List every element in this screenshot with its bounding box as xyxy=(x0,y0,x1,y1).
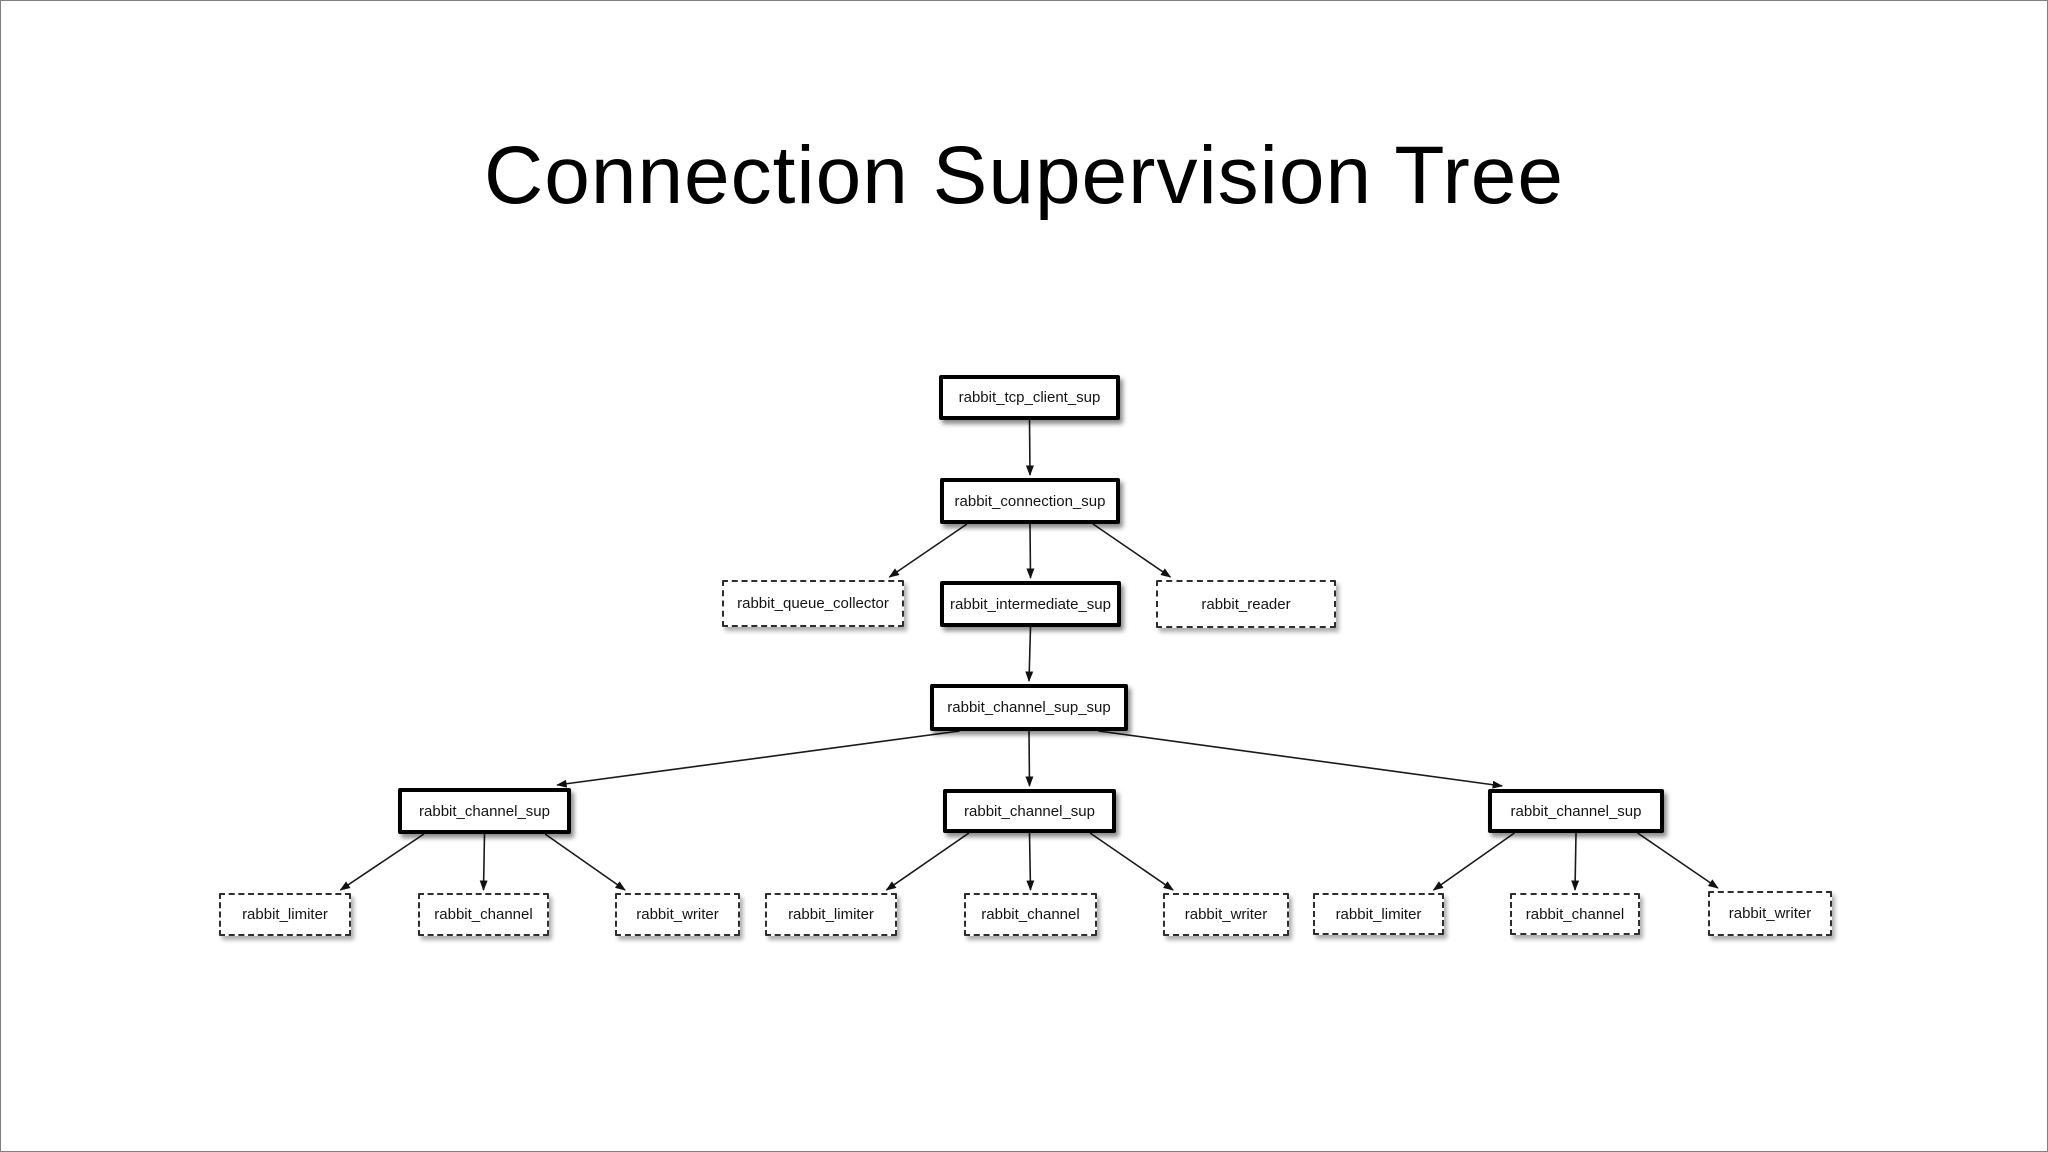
node-label: rabbit_channel_sup_sup xyxy=(947,699,1111,716)
node-writer_2: rabbit_writer xyxy=(1163,893,1289,936)
node-label: rabbit_connection_sup xyxy=(954,492,1106,510)
node-label: rabbit_tcp_client_sup xyxy=(958,389,1101,406)
node-tcp_client_sup: rabbit_tcp_client_sup xyxy=(939,375,1120,420)
edge-channel_sup_2-to-limiter_2 xyxy=(885,832,970,891)
edge-channel_sup_2-to-channel_2 xyxy=(1026,832,1035,891)
node-label: rabbit_writer xyxy=(1728,905,1812,922)
node-intermediate_sup: rabbit_intermediate_sup xyxy=(940,581,1121,627)
edge-connection_sup-to-intermediate_sup xyxy=(1026,523,1035,579)
edge-channel_sup_1-to-limiter_1 xyxy=(339,833,425,891)
node-label: rabbit_reader xyxy=(1201,595,1291,613)
node-limiter_3: rabbit_limiter xyxy=(1313,893,1444,935)
node-writer_3: rabbit_writer xyxy=(1708,891,1832,936)
node-label: rabbit_channel_sup xyxy=(964,802,1095,820)
node-channel_1: rabbit_channel xyxy=(418,893,549,936)
edge-channel_sup_3-to-channel_3 xyxy=(1571,832,1580,891)
node-label: rabbit_queue_collector xyxy=(737,595,889,612)
node-channel_2: rabbit_channel xyxy=(964,893,1097,936)
node-queue_collector: rabbit_queue_collector xyxy=(722,580,904,627)
edge-channel_sup_1-to-writer_1 xyxy=(544,833,626,891)
edge-intermediate_sup-to-channel_sup_sup xyxy=(1025,626,1034,682)
node-channel_sup_3: rabbit_channel_sup xyxy=(1488,789,1664,833)
node-label: rabbit_channel xyxy=(434,906,533,923)
node-label: rabbit_limiter xyxy=(242,906,328,923)
node-label: rabbit_channel xyxy=(981,906,1080,923)
node-channel_sup_sup: rabbit_channel_sup_sup xyxy=(930,684,1128,731)
node-label: rabbit_writer xyxy=(1184,906,1268,923)
node-reader: rabbit_reader xyxy=(1156,580,1336,628)
edge-channel_sup_sup-to-channel_sup_2 xyxy=(1025,730,1034,787)
node-label: rabbit_channel_sup xyxy=(1510,802,1642,820)
node-label: rabbit_limiter xyxy=(1335,905,1422,923)
edge-channel_sup_3-to-limiter_3 xyxy=(1432,832,1515,891)
edge-channel_sup_sup-to-channel_sup_1 xyxy=(556,730,960,788)
edge-channel_sup_sup-to-channel_sup_3 xyxy=(1098,730,1504,789)
node-label: rabbit_limiter xyxy=(788,906,874,923)
node-label: rabbit_writer xyxy=(636,906,719,923)
edge-connection_sup-to-reader xyxy=(1092,523,1172,578)
node-connection_sup: rabbit_connection_sup xyxy=(940,478,1120,524)
node-limiter_2: rabbit_limiter xyxy=(765,893,897,936)
node-limiter_1: rabbit_limiter xyxy=(219,893,351,936)
edge-channel_sup_2-to-writer_2 xyxy=(1089,832,1174,891)
node-channel_3: rabbit_channel xyxy=(1510,893,1640,935)
page-title: Connection Supervision Tree xyxy=(484,130,1564,221)
edge-connection_sup-to-queue_collector xyxy=(888,523,968,578)
node-label: rabbit_intermediate_sup xyxy=(950,595,1111,613)
node-writer_1: rabbit_writer xyxy=(615,893,740,936)
node-channel_sup_1: rabbit_channel_sup xyxy=(398,788,571,834)
edge-tcp_client_sup-to-connection_sup xyxy=(1025,419,1034,476)
node-channel_sup_2: rabbit_channel_sup xyxy=(943,789,1116,833)
node-label: rabbit_channel_sup xyxy=(419,802,550,820)
node-label: rabbit_channel xyxy=(1525,905,1625,923)
edge-channel_sup_1-to-channel_1 xyxy=(479,833,488,891)
edge-channel_sup_3-to-writer_3 xyxy=(1637,832,1719,889)
